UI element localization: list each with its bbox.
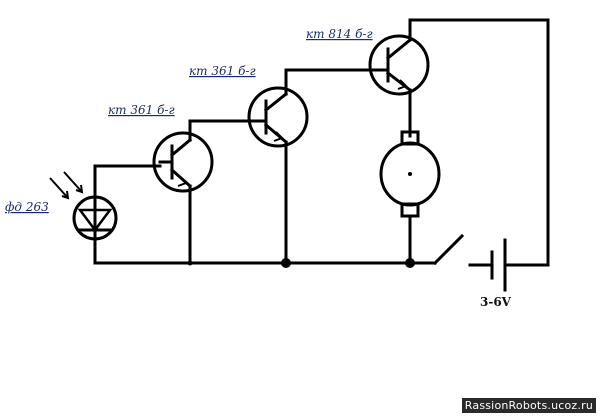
junction-dot [405, 258, 415, 268]
voltage-label: 3-6V [480, 295, 512, 309]
switch-icon [432, 233, 494, 267]
transistor-3-label: кт 814 б-г [306, 27, 373, 41]
t2-to-t3-wire [284, 68, 375, 96]
transistor-2-pnp-icon [246, 86, 309, 148]
transistor-1-label: кт 361 б-г [108, 103, 175, 117]
transistor-1-pnp-icon [152, 131, 214, 193]
junction-dot [281, 258, 291, 268]
motor-icon [379, 130, 441, 218]
battery-icon [490, 238, 507, 292]
supply-wire [408, 18, 550, 267]
photodiode-icon [72, 195, 118, 241]
junction-dot [187, 260, 193, 266]
light-arrows-icon [49, 171, 84, 200]
photodiode-wire [93, 164, 162, 265]
photodiode-label: фд 263 [5, 200, 49, 214]
watermark: RassionRobots.ucoz.ru [461, 398, 596, 413]
transistor-3-pnp-icon [368, 34, 430, 96]
t1-to-t2-wire [188, 119, 250, 142]
transistor-2-label: кт 361 б-г [189, 64, 256, 78]
